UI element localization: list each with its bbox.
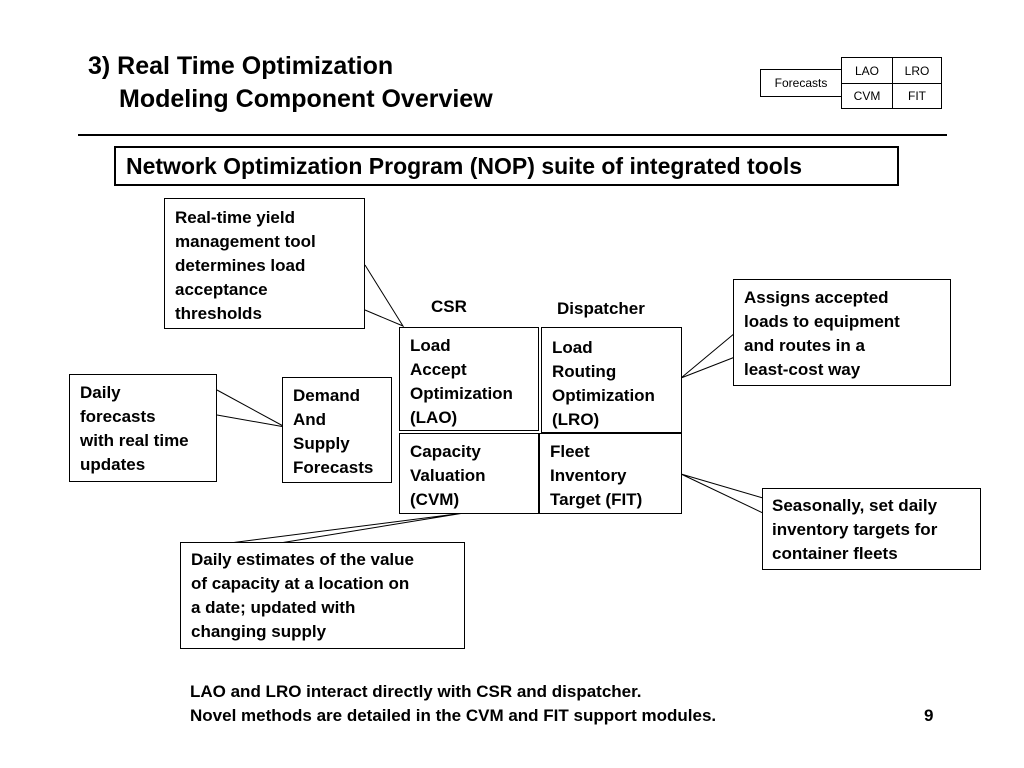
nav-cvm[interactable]: CVM xyxy=(841,83,893,109)
forecasts-box[interactable]: Demand And Supply Forecasts xyxy=(282,377,392,483)
nav-fit[interactable]: FIT xyxy=(892,83,942,109)
cvm-line: (CVM) xyxy=(410,490,460,509)
lao-line: (LAO) xyxy=(410,408,458,427)
connector-routes xyxy=(680,332,736,379)
routes-line: loads to equipment xyxy=(744,312,900,331)
footer-line1: LAO and LRO interact directly with CSR a… xyxy=(190,682,642,701)
capacity-line: of capacity at a location on xyxy=(191,574,410,593)
connector-daily-forecasts xyxy=(216,389,286,428)
routes-callout: Assigns accepted loads to equipment and … xyxy=(733,279,951,386)
nav-forecasts[interactable]: Forecasts xyxy=(760,69,842,97)
capacity-line: Daily estimates of the value xyxy=(191,550,414,569)
slide-title: 3) Real Time Optimization Modeling Compo… xyxy=(88,50,493,116)
slide-title-line2: Modeling Component Overview xyxy=(119,85,493,113)
lao-line: Accept xyxy=(410,360,467,379)
routes-line: Assigns accepted xyxy=(744,288,889,307)
fit-line: Fleet xyxy=(550,442,590,461)
connector-seasonal xyxy=(680,473,764,514)
csr-label: CSR xyxy=(431,297,467,316)
routes-line: least-cost way xyxy=(744,360,861,379)
yield-line: management tool xyxy=(175,232,316,251)
daily-forecasts-line: forecasts xyxy=(80,407,156,426)
footer-line2: Novel methods are detailed in the CVM an… xyxy=(190,706,717,725)
daily-forecasts-callout: Daily forecasts with real time updates xyxy=(69,374,217,482)
capacity-line: a date; updated with xyxy=(191,598,356,617)
cvm-line: Capacity xyxy=(410,442,481,461)
routes-line: and routes in a xyxy=(744,336,865,355)
lro-line: (LRO) xyxy=(552,410,600,429)
slide-title-line1: 3) Real Time Optimization xyxy=(88,52,394,80)
seasonal-line: inventory targets for xyxy=(772,520,938,539)
lro-line: Routing xyxy=(552,362,617,381)
forecasts-line: Forecasts xyxy=(293,458,374,477)
lro-line: Load xyxy=(552,338,593,357)
daily-forecasts-line: updates xyxy=(80,455,146,474)
capacity-line: changing supply xyxy=(191,622,327,641)
connector-capacity xyxy=(229,512,465,544)
connector-yield xyxy=(364,264,405,328)
lao-line: Optimization xyxy=(410,384,513,403)
yield-line: Real-time yield xyxy=(175,208,295,227)
lro-box[interactable]: Load Routing Optimization (LRO) xyxy=(541,327,682,433)
seasonal-line: Seasonally, set daily xyxy=(772,496,938,515)
lao-line: Load xyxy=(410,336,451,355)
yield-line: thresholds xyxy=(175,304,262,323)
cvm-line: Valuation xyxy=(410,466,486,485)
lro-line: Optimization xyxy=(552,386,655,405)
capacity-callout: Daily estimates of the value of capacity… xyxy=(180,542,465,649)
lao-box[interactable]: Load Accept Optimization (LAO) xyxy=(399,327,539,431)
daily-forecasts-line: with real time xyxy=(80,431,189,450)
dispatcher-label: Dispatcher xyxy=(557,299,645,318)
nav-lao[interactable]: LAO xyxy=(841,57,893,84)
page-number: 9 xyxy=(924,706,934,725)
seasonal-callout: Seasonally, set daily inventory targets … xyxy=(762,488,981,570)
yield-callout: Real-time yield management tool determin… xyxy=(164,198,365,329)
fit-box[interactable]: Fleet Inventory Target (FIT) xyxy=(539,433,682,514)
title-divider xyxy=(78,134,947,136)
forecasts-line: And xyxy=(293,410,327,429)
forecasts-line: Supply xyxy=(293,434,350,453)
seasonal-line: container fleets xyxy=(772,544,898,563)
yield-line: acceptance xyxy=(175,280,268,299)
forecasts-line: Demand xyxy=(293,386,361,405)
cvm-box[interactable]: Capacity Valuation (CVM) xyxy=(399,433,539,514)
footer-note: LAO and LRO interact directly with CSR a… xyxy=(190,680,716,728)
fit-line: Target (FIT) xyxy=(550,490,643,509)
daily-forecasts-line: Daily xyxy=(80,383,121,402)
nop-banner: Network Optimization Program (NOP) suite… xyxy=(114,146,899,186)
yield-line: determines load xyxy=(175,256,306,275)
fit-line: Inventory xyxy=(550,466,627,485)
